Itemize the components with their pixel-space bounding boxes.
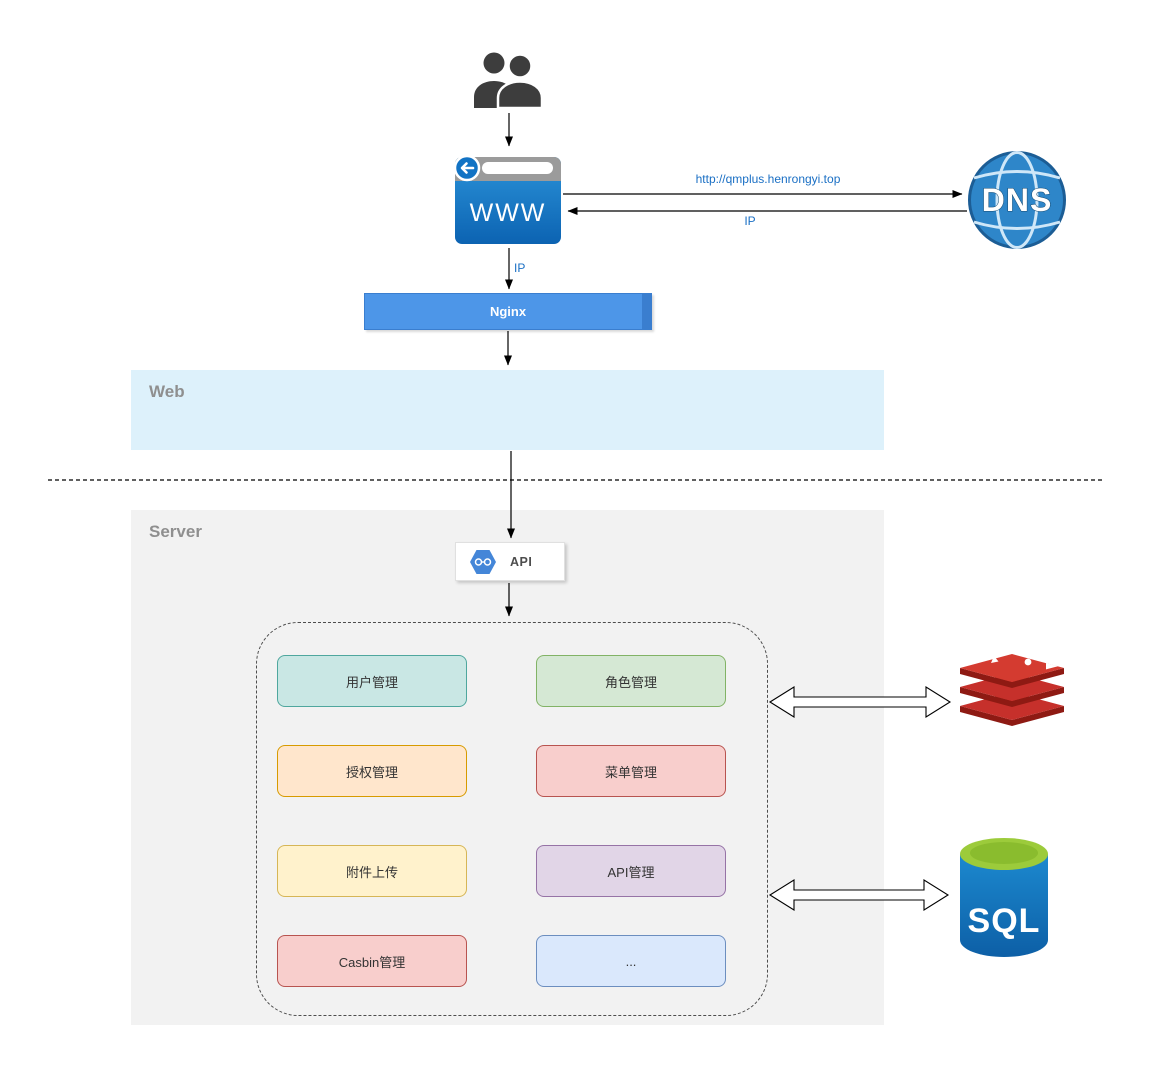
browser-address-bar [482,162,553,174]
web-layer-band: Web [131,370,884,450]
server-layer-label: Server [149,522,202,541]
browser-www-label: WWW [470,199,547,227]
api-badge: API [455,542,565,581]
module-authorization-management: 授权管理 [277,745,467,797]
sql-label: SQL [968,902,1041,940]
module-role-management: 角色管理 [536,655,726,707]
module-user-management: 用户管理 [277,655,467,707]
module-api-management: API管理 [536,845,726,897]
web-layer-label: Web [149,382,185,401]
dns-label: DNS [982,182,1053,218]
api-label: API [510,554,533,569]
modules-group-outline [256,622,768,1016]
module-more: ... [536,935,726,987]
browser-nginx-ip-label: IP [514,261,526,275]
module-menu-management: 菜单管理 [536,745,726,797]
module-attachment-upload: 附件上传 [277,845,467,897]
dns-response-ip-label: IP [744,214,756,228]
back-arrow-icon [460,162,475,174]
dns-globe-icon: DNS [966,149,1068,251]
redis-database-icon [954,650,1070,740]
api-hexagon-icon [469,549,497,575]
module-casbin-management: Casbin管理 [277,935,467,987]
browser-window-icon: WWW [453,152,562,245]
nginx-box: Nginx [364,293,652,330]
nginx-label: Nginx [489,304,527,319]
sql-database-icon: SQL [952,832,1056,964]
users-icon [472,50,544,110]
dns-request-url-label: http://qmplus.henrongyi.top [695,172,841,186]
